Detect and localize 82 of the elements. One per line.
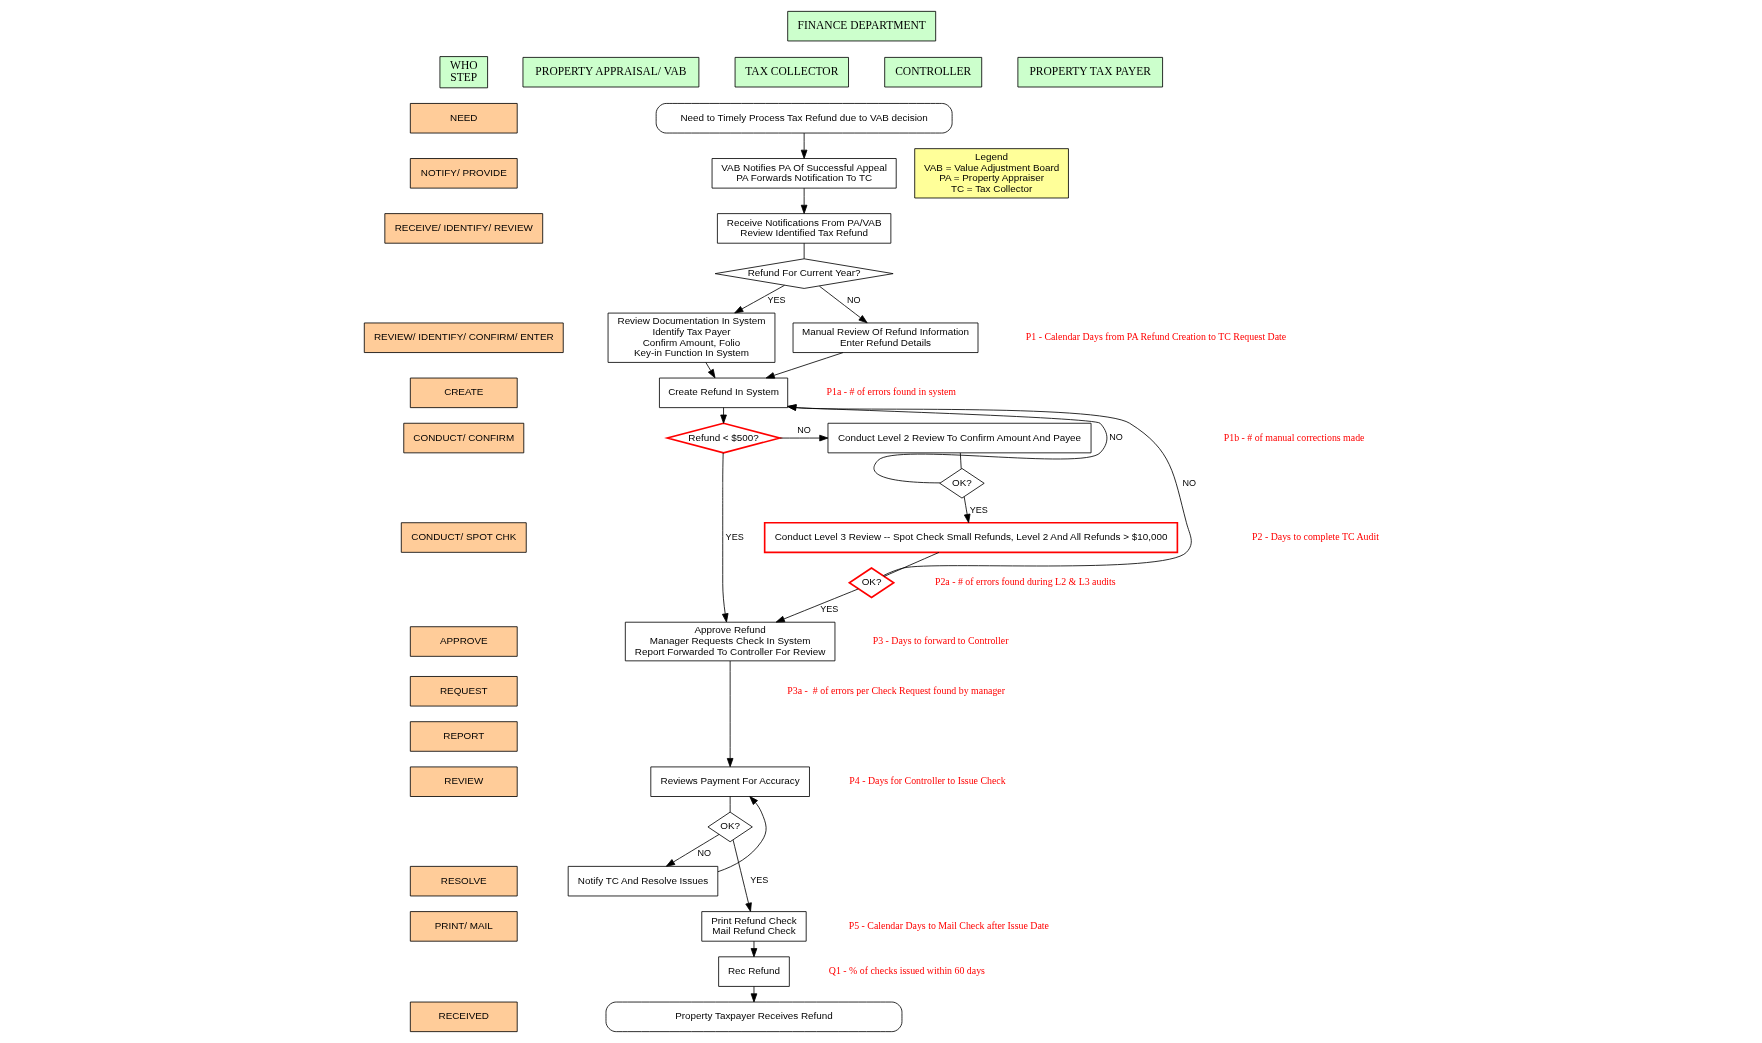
connector: [959, 452, 962, 470]
arrow: [800, 132, 808, 159]
connector: [729, 796, 731, 813]
node-box: PROPERTY APPRAISAL/ VAB: [522, 57, 700, 88]
arrow: [787, 404, 1108, 484]
node-box: NEED: [409, 103, 518, 134]
node-box: WHO STEP: [439, 56, 489, 89]
arrow: [963, 496, 971, 523]
node-diamond: OK?: [707, 811, 753, 843]
node-box: APPROVE: [409, 626, 518, 657]
edge-label: NO: [847, 295, 861, 306]
arrow: [779, 434, 829, 442]
node-box: RECEIVED: [409, 1001, 518, 1033]
node-box: Approve Refund Manager Requests Check In System Report Forwarded To Controller For Review: [624, 621, 836, 662]
node-box: Legend VAB = Value Adjustment Board PA = Property Appraiser TC = Tax Collector: [914, 148, 1069, 199]
edge-label: YES: [767, 295, 786, 306]
node-box: FINANCE DEPARTMENT: [787, 10, 937, 42]
label: P2 - Days to complete TC Audit: [1252, 531, 1379, 543]
arrow: [726, 660, 734, 768]
label: P1 - Calendar Days from PA Refund Creation to TC Request Date: [1025, 331, 1287, 343]
edge-label: NO: [1109, 432, 1123, 443]
node-diamond: OK?: [939, 468, 985, 499]
label: P1b - # of manual corrections made: [1223, 431, 1365, 443]
node-box: RECEIVE/ IDENTIFY/ REVIEW: [384, 213, 544, 244]
arrow: [665, 834, 720, 867]
node-box: Property Taxpayer Receives Refund: [605, 1001, 903, 1033]
node-box: RESOLVE: [409, 866, 518, 897]
node-box: TAX COLLECTOR: [734, 57, 849, 88]
node-box: PRINT/ MAIL: [409, 911, 518, 942]
label: P4 - Days for Controller to Issue Check: [849, 775, 1006, 787]
edge-label: YES: [820, 604, 839, 615]
node-box: Need to Timely Process Tax Refund due to VAB decision: [655, 103, 953, 134]
arrow: [750, 940, 758, 958]
label: P1a - # of errors found in system: [826, 386, 957, 398]
node-box: VAB Notifies PA Of Successful Appeal PA Forwards Notification To TC: [711, 158, 897, 189]
arrow: [705, 362, 716, 379]
node-box: PROPERTY TAX PAYER: [1017, 57, 1163, 88]
arrow: [765, 352, 844, 379]
node-box: NOTIFY/ PROVIDE: [409, 158, 518, 189]
edge-label: NO: [1182, 477, 1197, 488]
arrow: [787, 404, 1192, 576]
node-box: CONTROLLER: [884, 57, 983, 88]
node-box: REVIEW/ IDENTIFY/ CONFIRM/ ENTER: [363, 322, 564, 353]
edge-label: YES: [725, 531, 744, 542]
arrow: [732, 839, 752, 912]
edge-label: NO: [797, 424, 811, 435]
label: P3a - # of errors per Check Request found by manager: [787, 684, 1006, 696]
label: P3 - Days to forward to Controller: [872, 635, 1009, 647]
node-box: Conduct Level 2 Review To Confirm Amount And Payee: [827, 422, 1092, 454]
node-box: Review Documentation In System Identify Tax Payer Confirm Amount, Folio Key-in Function In System: [607, 312, 776, 363]
connector: [883, 551, 940, 577]
node-box: Notify TC And Resolve Issues: [567, 866, 719, 897]
node-box: CONDUCT/ SPOT CHK: [400, 522, 527, 553]
arrow: [717, 796, 767, 873]
node-diamond: OK?: [847, 566, 896, 599]
edge-label: YES: [969, 504, 988, 515]
connector: [803, 242, 805, 260]
node-box: Create Refund In System: [659, 377, 789, 409]
node-box: Receive Notifications From PA/VAB Review Identified Tax Refund: [717, 213, 892, 244]
arrow: [800, 187, 808, 214]
edge-label: YES: [750, 875, 769, 886]
node-diamond: Refund For Current Year?: [714, 258, 894, 289]
node-box: REVIEW: [409, 766, 518, 797]
node-box: Manual Review Of Refund Information Enter Refund Details: [792, 322, 979, 353]
edge-label: NO: [697, 848, 712, 859]
node-box: REQUEST: [409, 676, 518, 707]
arrow: [775, 588, 859, 623]
label: P5 - Calendar Days to Mail Check after Issue Date: [848, 919, 1049, 931]
node-box: Conduct Level 3 Review -- Spot Check Small Refunds, Level 2 And All Refunds > $10,000: [763, 521, 1179, 554]
arrow: [720, 407, 727, 424]
arrow: [750, 986, 758, 1003]
label: P2a - # of errors found during L2 & L3 audits: [934, 576, 1116, 588]
label: Q1 - % of checks issued within 60 days: [828, 965, 985, 977]
node-box: Print Refund Check Mail Refund Check: [701, 911, 807, 942]
arrow: [819, 285, 868, 324]
node-box: CREATE: [409, 377, 518, 409]
arrow: [734, 284, 785, 314]
node-box: REPORT: [409, 721, 518, 752]
node-box: Reviews Payment For Accuracy: [650, 766, 810, 797]
arrow: [721, 452, 729, 623]
node-box: Rec Refund: [718, 956, 790, 987]
node-box: CONDUCT/ CONFIRM: [403, 422, 525, 454]
